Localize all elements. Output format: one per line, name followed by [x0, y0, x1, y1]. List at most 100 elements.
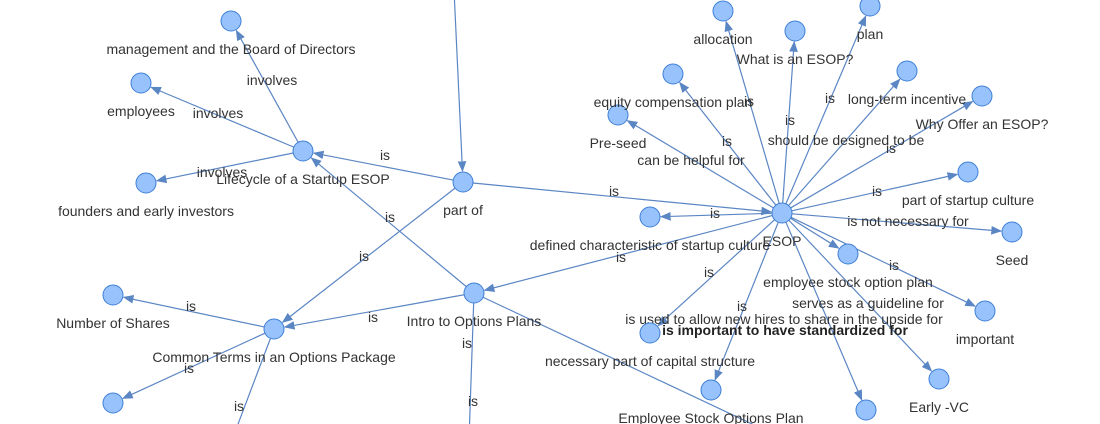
node-plan[interactable]	[859, 0, 881, 17]
edge-label-esop-to-intro-options: is	[616, 249, 626, 265]
edge-label-esop-to-pre-seed: can be helpful for	[637, 152, 745, 168]
edge-label-part-of-to-lifecycle: is	[380, 147, 390, 163]
edge-label-esop-to-serves-guideline: is used to allow new hires to share in t…	[625, 311, 943, 327]
edge-label-part-of-to-esop: is	[609, 183, 619, 199]
highlight-label: is important to have standardized for	[662, 322, 908, 338]
node-label-pre-seed: Pre-seed	[590, 135, 647, 151]
node-why-offer[interactable]	[971, 85, 993, 107]
node-label-necessary-part: necessary part of capital structure	[545, 353, 755, 369]
node-emp-stock-option[interactable]	[837, 243, 859, 265]
nodes-layer	[102, 0, 1023, 421]
node-num-shares[interactable]	[102, 284, 124, 306]
edge-label-esop-to-long-term: should be designed to be	[768, 132, 925, 148]
node-label-why-offer: Why Offer an ESOP?	[916, 116, 1049, 132]
edge-lifecycle-to-employees	[150, 86, 295, 148]
node-label-part-of: part of	[443, 202, 483, 218]
edge-label-esop-to-defined-char: is	[710, 205, 720, 221]
node-founders[interactable]	[135, 172, 157, 194]
edge-esop-to-defined-char	[659, 212, 773, 221]
edge-label-common-terms-to-bottom-offscreen3: is	[234, 398, 244, 414]
edge-label-esop-to-seed: is not necessary for	[847, 213, 969, 229]
node-defined-char[interactable]	[639, 206, 661, 228]
node-label-emp-stock-option: employee stock option plan	[763, 274, 933, 290]
node-important[interactable]	[974, 300, 996, 322]
edge-esop-to-why-offer	[790, 101, 974, 209]
node-long-term[interactable]	[896, 60, 918, 82]
node-label-defined-char: defined characteristic of startup cultur…	[530, 237, 771, 253]
edge-label-intro-options-to-bottom-offscreen: is	[462, 335, 472, 351]
node-employees[interactable]	[130, 72, 152, 94]
node-mgmt-board[interactable]	[220, 10, 242, 32]
node-label-seed: Seed	[996, 252, 1029, 268]
edge-esop-to-pre-seed	[626, 120, 774, 209]
node-part-of[interactable]	[452, 171, 474, 193]
edge-label-esop-to-why-offer: is	[886, 140, 896, 156]
node-label-intro-options: Intro to Options Plans	[407, 313, 542, 329]
node-part-culture[interactable]	[957, 161, 979, 183]
edge-lifecycle-to-founders	[155, 152, 294, 184]
edge-label-esop-to-equity-comp: is	[744, 93, 754, 109]
edge-label-esop-to-what-is: is	[785, 112, 795, 128]
node-seed[interactable]	[1001, 221, 1023, 243]
edge-common-terms-to-num-shares	[122, 295, 265, 328]
edge-esop-to-important	[790, 216, 977, 307]
node-label-part-culture: part of startup culture	[902, 192, 1035, 208]
edge-esop-to-plan	[785, 15, 867, 205]
edge-common-terms-to-bottom-offscreen3	[237, 338, 272, 424]
node-label-founders: founders and early investors	[58, 203, 234, 219]
node-label-employees: employees	[107, 103, 175, 119]
node-label-what-is: What is an ESOP?	[737, 51, 854, 67]
edge-lifecycle-to-mgmt-board	[235, 29, 299, 143]
edge-esop-to-emp-stock-option	[790, 217, 840, 249]
node-equity-comp[interactable]	[662, 63, 684, 85]
edge-esop-to-long-term	[788, 78, 901, 206]
edge-label-esop-to-plan: is	[825, 90, 835, 106]
edge-label-lifecycle-to-mgmt-board: involves	[247, 72, 298, 88]
node-lifecycle[interactable]	[292, 140, 314, 162]
edge-label-esop-to-esop-plan: is	[737, 298, 747, 314]
node-label-allocation: allocation	[693, 31, 752, 47]
edges-layer	[122, 0, 1003, 424]
edge-label-lifecycle-to-founders: involves	[197, 164, 248, 180]
edge-esop-to-intro-options	[483, 214, 773, 292]
edge-label-common-terms-to-num-shares: is	[186, 298, 196, 314]
node-necessary-part[interactable]	[639, 322, 661, 344]
edge-common-terms-to-term-bottom	[122, 332, 266, 399]
node-esop-plan[interactable]	[700, 379, 722, 401]
edge-label-intro-options-to-lifecycle: is	[385, 209, 395, 225]
node-allocation[interactable]	[712, 0, 734, 22]
node-pre-seed[interactable]	[607, 104, 629, 126]
node-label-common-terms: Common Terms in an Options Package	[152, 349, 396, 365]
node-early-vc[interactable]	[928, 368, 950, 390]
node-esop[interactable]	[771, 202, 793, 224]
edge-part-of-to-esop	[472, 182, 773, 216]
edge-esop-to-esop-plan	[714, 222, 779, 381]
node-label-num-shares: Number of Shares	[56, 315, 170, 331]
edge-esop-to-equity-comp	[679, 81, 777, 206]
node-label-important: important	[956, 331, 1014, 347]
edge-label-esop-to-necessary-part: is	[704, 264, 714, 280]
edge-label-part-of-to-common-terms: is	[359, 248, 369, 264]
edge-intro-options-to-common-terms	[283, 294, 465, 330]
edge-esop-to-what-is	[782, 40, 798, 204]
node-label-long-term: long-term incentive	[848, 91, 966, 107]
edge-label-intro-options-to-common-terms: is	[368, 309, 378, 325]
edge-top-offscreen-to-part-of	[453, 0, 467, 173]
node-label-mgmt-board: management and the Board of Directors	[106, 41, 355, 57]
node-term-bottom[interactable]	[102, 392, 124, 414]
node-common-terms[interactable]	[263, 318, 285, 340]
edge-esop-to-seed	[791, 213, 1003, 235]
node-intro-options[interactable]	[463, 282, 485, 304]
node-label-plan: plan	[857, 26, 883, 42]
edge-esop-to-necessary-part	[657, 219, 776, 327]
edge-label-intro-options-to-bottom-offscreen2: is	[468, 393, 478, 409]
node-serves-guideline[interactable]	[855, 399, 877, 421]
edge-intro-options-to-bottom-offscreen	[482, 296, 754, 424]
edge-esop-to-early-vc	[788, 219, 933, 372]
edge-esop-to-serves-guideline	[785, 221, 863, 401]
edge-esop-to-part-culture	[791, 172, 959, 212]
edge-part-of-to-common-terms	[281, 187, 456, 323]
node-what-is[interactable]	[784, 20, 806, 42]
